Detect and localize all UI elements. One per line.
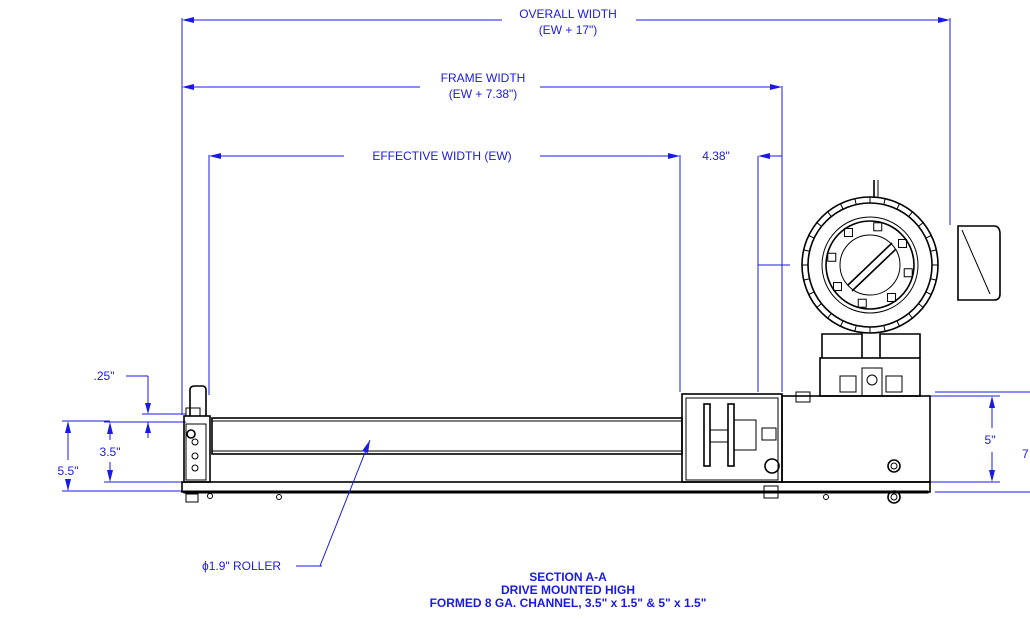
motor-fin [827,313,832,319]
effective-width-label: EFFECTIVE WIDTH (EW) [372,149,511,163]
conveyor-frame [181,385,931,504]
frame-width-label: FRAME WIDTH [441,71,526,85]
motor-fin [883,198,886,205]
motor-bolt [857,298,867,308]
side-offset-label: 4.38" [702,149,730,163]
motor-fin [816,303,822,308]
channel-small-label: 3.5" [100,445,121,459]
motor-fin [808,291,815,295]
height-right-dimension: 7 [935,391,1030,493]
drive-motor [795,180,1001,403]
effective-width-dimension: EFFECTIVE WIDTH (EW) [208,149,681,395]
motor-fin [854,325,857,332]
motor-bolt [887,293,897,303]
section-title: SECTION A-A [529,570,607,584]
motor-fin [840,203,844,210]
height-left-dimension: 5.5" [58,420,186,492]
frame-width-formula: (EW + 7.38") [449,87,518,101]
channel-large-dimension: 5" [930,395,1000,483]
motor-bolt [832,282,842,292]
motor-bolt [873,222,883,232]
overall-width-label: OVERALL WIDTH [519,7,617,21]
motor-bolt [843,227,853,237]
channel-small-dimension: 3.5" [100,421,186,483]
motor-fin [896,203,900,210]
title-block: SECTION A-A DRIVE MOUNTED HIGH FORMED 8 … [430,570,707,610]
motor-fin [908,313,913,319]
overall-width-dimension: OVERALL WIDTH (EW + 17") [181,7,951,415]
frame-width-dimension: FRAME WIDTH (EW + 7.38") [182,71,783,392]
motor-bolt [898,238,908,248]
side-offset-dimension: 4.38" [702,149,790,392]
lip-height-label: .25" [94,369,115,383]
motor-fin [930,249,937,252]
motor-fin [918,303,924,308]
section-subtitle: DRIVE MOUNTED HIGH [501,583,635,597]
motor-bolt [827,252,837,262]
motor-fin [816,222,822,227]
motor-fin [918,222,924,227]
roller-label: ϕ1.9" ROLLER [202,559,281,573]
motor-fin [908,211,913,217]
motor-fin [827,211,832,217]
motor-fin [803,249,810,252]
roller-callout: ϕ1.9" ROLLER [202,439,371,573]
channel-large-label: 5" [985,433,996,447]
motor-fin [925,235,932,239]
motor-fin [883,325,886,332]
motor-fin [840,320,844,327]
lip-height-dimension: .25" [94,369,186,438]
motor-fins [802,197,938,333]
motor-bolt [903,268,913,278]
motor-fin [896,320,900,327]
motor-fin [925,291,932,295]
motor-fin [854,198,857,205]
motor-fin [808,235,815,239]
height-right-label: 7 [1022,447,1029,461]
overall-width-formula: (EW + 17") [539,23,598,37]
height-left-label: 5.5" [58,464,79,478]
motor-fin [930,278,937,281]
motor-fin [803,278,810,281]
section-description: FORMED 8 GA. CHANNEL, 3.5" x 1.5" & 5" x… [430,596,707,610]
